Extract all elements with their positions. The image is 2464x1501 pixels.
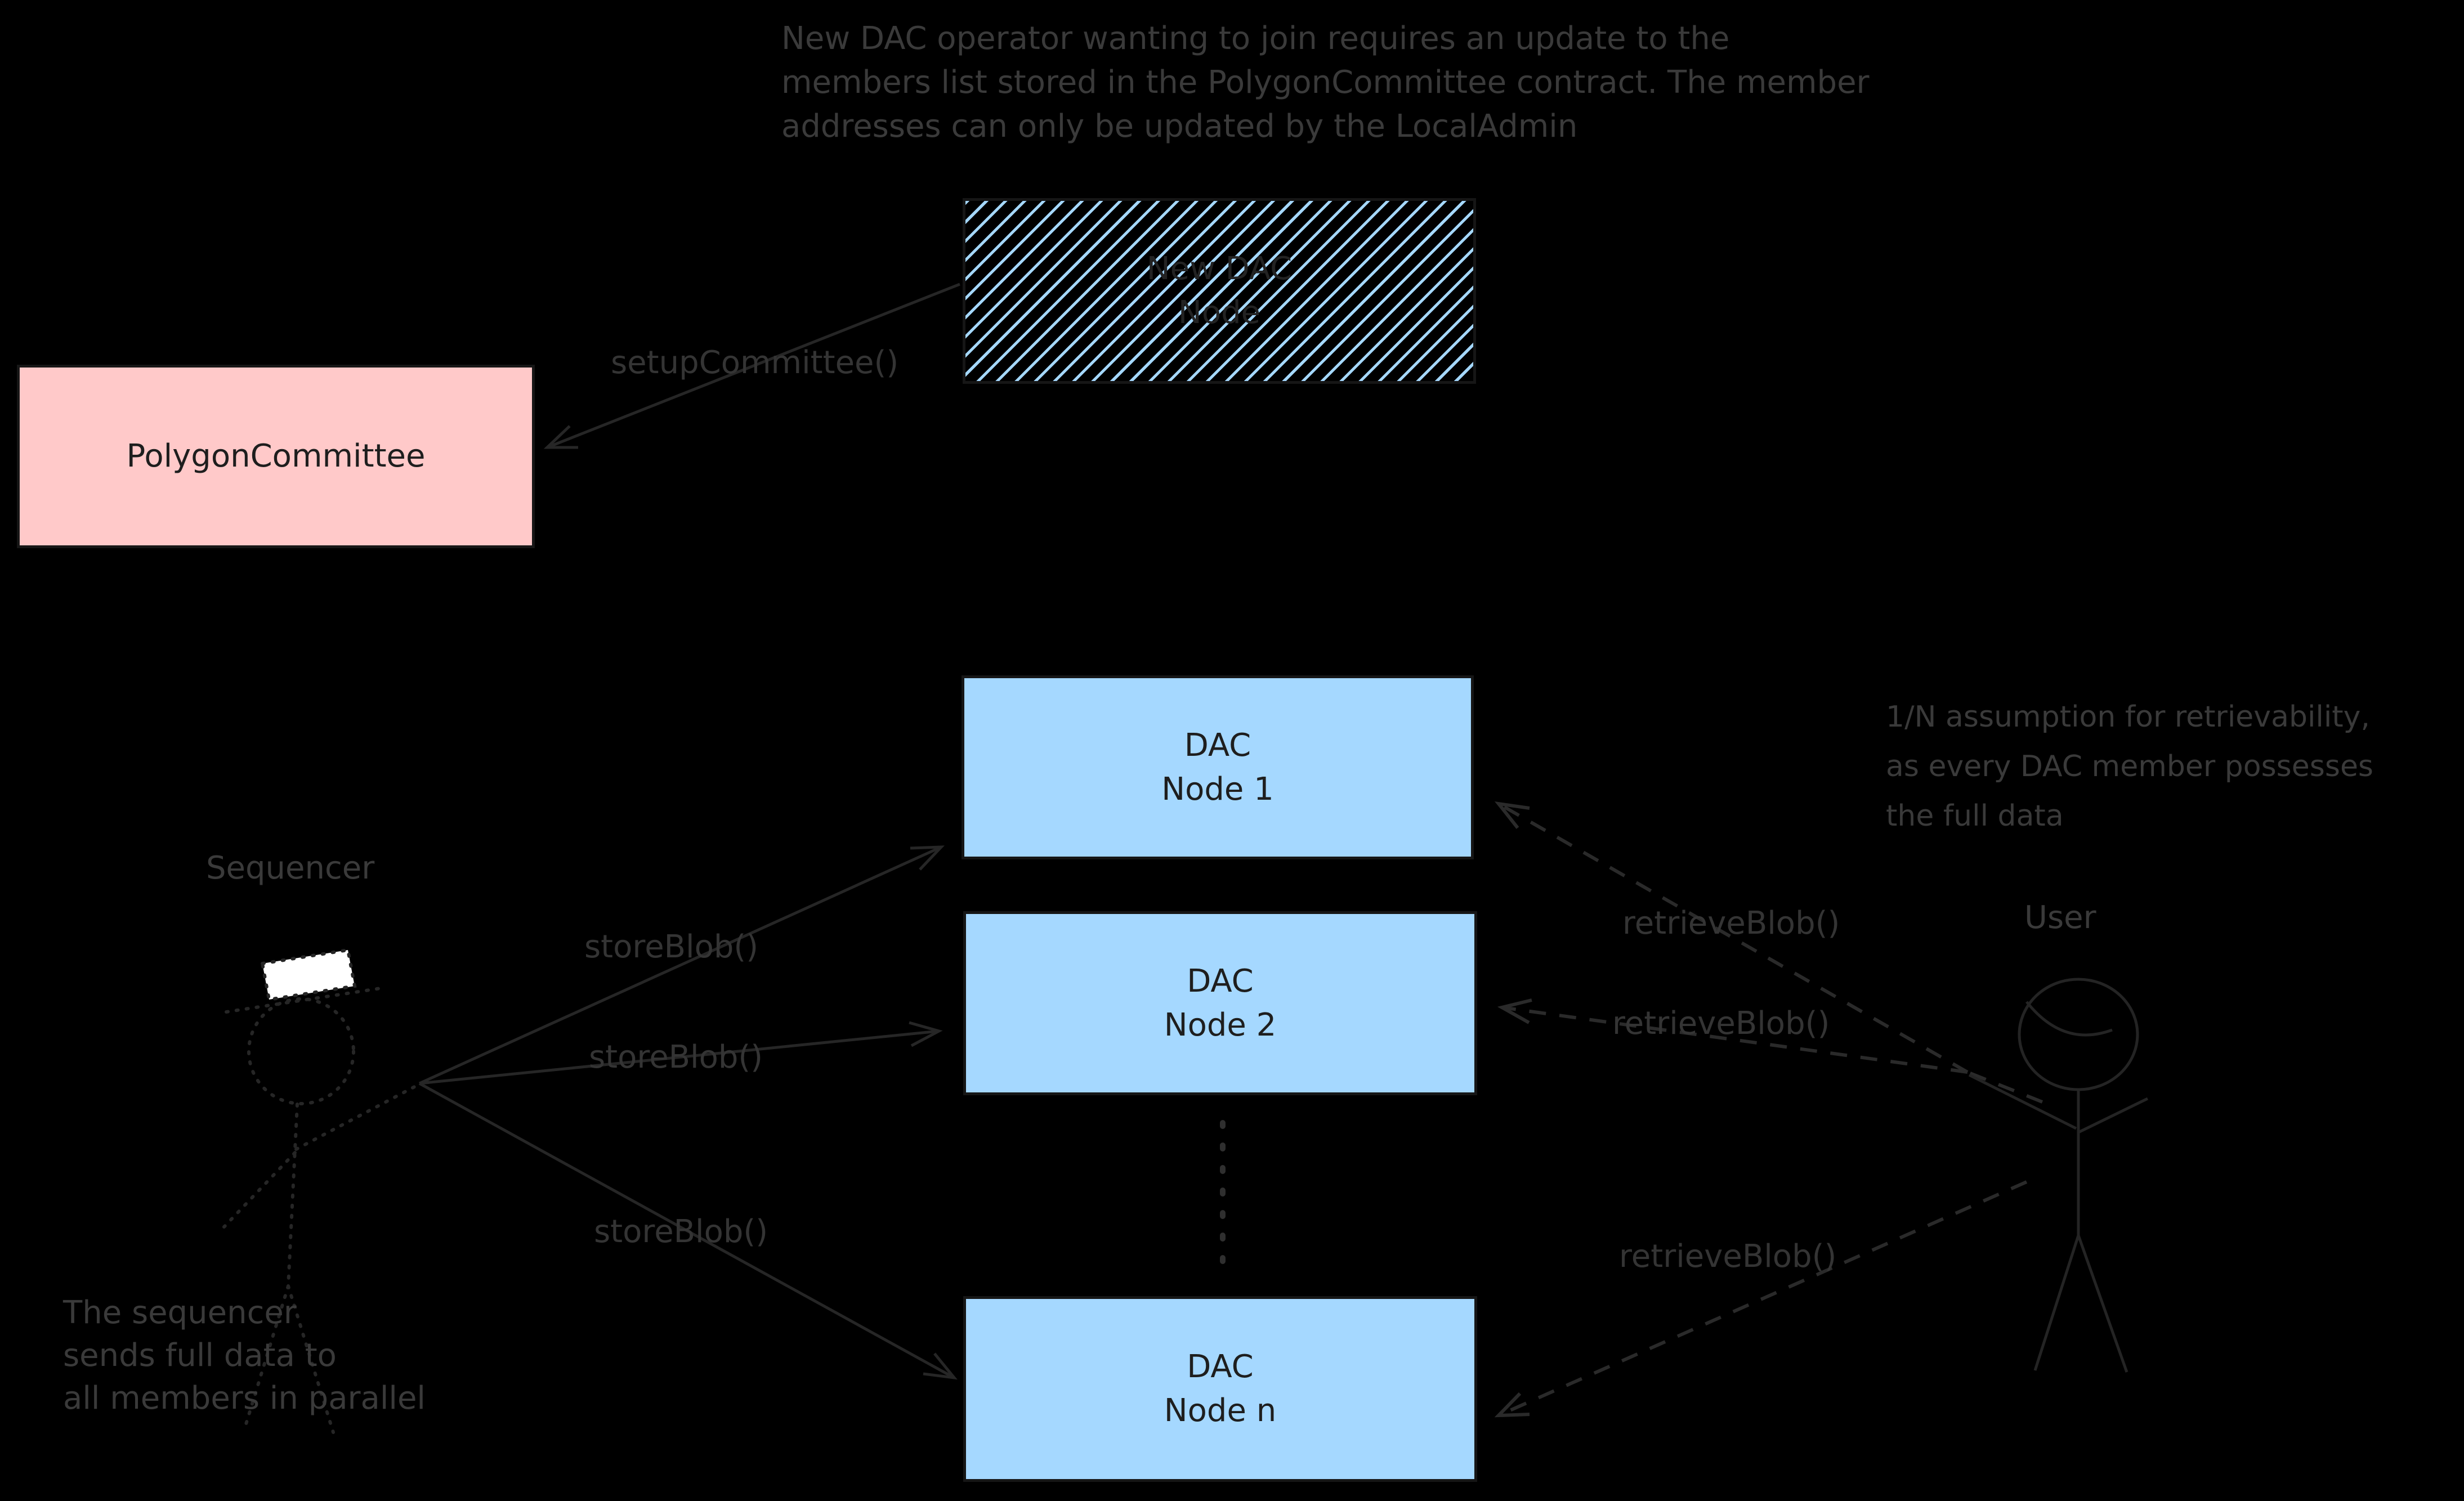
dac-node-2-label: DAC [1187, 962, 1254, 1000]
dac-node-n-box: DAC Node n [963, 1296, 1477, 1482]
bottom-left-note-line: sends full data to [63, 1337, 337, 1374]
setup-committee-label: setupCommittee() [611, 344, 899, 381]
retrieve-blob-label-1: retrieveBlob() [1622, 905, 1840, 942]
user-figure [1968, 978, 2149, 1373]
sequencer-body [287, 1103, 299, 1288]
bottom-left-note-line: The sequencer [63, 1294, 297, 1331]
user-label: User [2024, 899, 2096, 936]
user-arm-right [2077, 1097, 2149, 1134]
right-note-line: the full data [1886, 799, 2064, 833]
sequencer-hat-top [260, 948, 357, 1002]
dac-node-1-box: DAC Node 1 [962, 675, 1474, 859]
retrieve-blob-arrow-node1 [1494, 801, 1969, 1074]
store-blob-label-1: storeBlob() [584, 929, 759, 965]
retrieve-blob-arrow-node2 [1497, 998, 1968, 1074]
retrieve-blob-arrow-noden [1494, 1180, 2028, 1418]
sequencer-label: Sequencer [206, 850, 375, 886]
user-leg-left [2033, 1235, 2080, 1371]
right-note-line: 1/N assumption for retrievability, [1886, 700, 2370, 734]
new-dac-node-label: New DAC [1146, 250, 1293, 287]
new-dac-node-box: New DAC Node [963, 198, 1476, 384]
new-dac-node-label: Node [1178, 294, 1261, 331]
store-blob-label-3: storeBlob() [594, 1213, 768, 1250]
dac-node-n-label: DAC [1187, 1348, 1254, 1385]
right-note: 1/N assumption for retrievability, as ev… [1886, 692, 2373, 841]
user-arm-left [1968, 1073, 2077, 1130]
store-blob-arrow-node2 [419, 1021, 943, 1085]
dac-node-1-label: DAC [1184, 727, 1251, 764]
store-blob-arrow-node1 [418, 845, 945, 1085]
sequencer-arm-left [222, 1151, 297, 1229]
sequencer-figure [222, 948, 419, 1434]
user-leg-right [2077, 1235, 2128, 1373]
dac-node-2-label: Node 2 [1164, 1006, 1277, 1043]
sequencer-head [247, 997, 355, 1105]
bottom-left-note: The sequencer sends full data to all mem… [63, 1292, 426, 1420]
retrieve-blob-label-2: retrieveBlob() [1612, 1005, 1830, 1042]
dac-node-1-label: Node 1 [1161, 770, 1274, 808]
dac-node-n-label: Node n [1164, 1392, 1277, 1429]
store-blob-label-2: storeBlob() [589, 1039, 763, 1076]
setup-committee-arrow [543, 283, 960, 449]
sequencer-hat-brim [225, 987, 382, 1014]
retrieve-blob-label-3: retrieveBlob() [1619, 1238, 1837, 1275]
top-note: New DAC operator wanting to join require… [781, 17, 1870, 149]
top-note-line: addresses can only be updated by the Loc… [781, 108, 1578, 145]
dac-node-2-box: DAC Node 2 [963, 911, 1477, 1095]
user-arrow-stub [1966, 1070, 2043, 1104]
user-hair [2025, 1001, 2113, 1037]
top-note-line: members list stored in the PolygonCommit… [781, 64, 1870, 101]
store-blob-arrow-noden [418, 1082, 958, 1380]
bottom-left-note-line: all members in parallel [63, 1380, 426, 1417]
right-note-line: as every DAC member possesses [1886, 750, 2374, 783]
sequencer-arm-right [294, 1083, 419, 1151]
top-note-line: New DAC operator wanting to join require… [781, 20, 1730, 57]
polygon-committee-box: PolygonCommittee [17, 365, 535, 548]
polygon-committee-label: PolygonCommittee [126, 438, 426, 474]
